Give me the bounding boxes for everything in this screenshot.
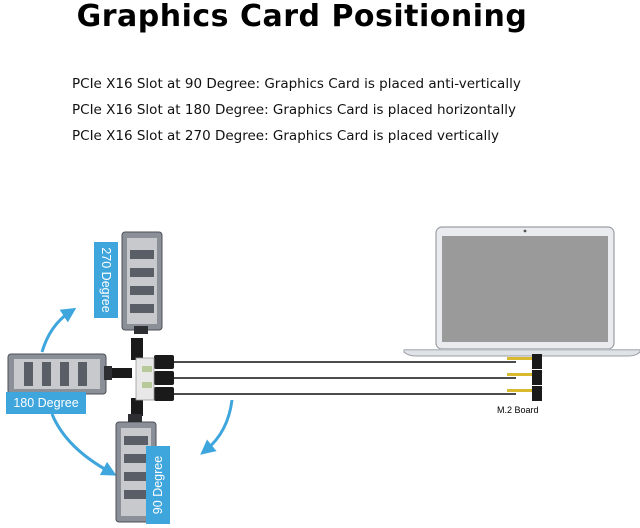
laptop-camera bbox=[523, 229, 527, 233]
graphics-card-270 bbox=[121, 231, 163, 334]
description-270: PCIe X16 Slot at 270 Degree: Graphics Ca… bbox=[72, 128, 500, 144]
page-title: Graphics Card Positioning bbox=[76, 0, 528, 34]
m2-board-label: M.2 Board bbox=[497, 405, 539, 415]
description-180: PCIe X16 Slot at 180 Degree: Graphics Ca… bbox=[72, 102, 517, 118]
rotation-arcs bbox=[40, 307, 234, 476]
laptop-screen bbox=[442, 236, 608, 342]
label-270-text: 270 Degree bbox=[99, 247, 113, 313]
pcie-slot-hub bbox=[112, 338, 155, 416]
arc-180-to-270-arrow bbox=[40, 307, 77, 353]
riser-cables bbox=[172, 361, 516, 395]
laptop-image bbox=[403, 226, 640, 357]
description-90: PCIe X16 Slot at 90 Degree: Graphics Car… bbox=[72, 76, 521, 92]
label-270-degree: 270 Degree bbox=[94, 242, 118, 318]
label-90-text: 90 Degree bbox=[151, 455, 165, 515]
laptop-base bbox=[403, 349, 640, 357]
label-180-degree: 180 Degree bbox=[6, 392, 86, 414]
arc-180-to-90-arrow bbox=[50, 413, 117, 476]
cable-connectors-left bbox=[154, 355, 174, 401]
m2-board-adapters bbox=[507, 354, 542, 401]
graphics-card-180 bbox=[7, 353, 112, 395]
label-90-degree: 90 Degree bbox=[146, 446, 170, 524]
arc-270-to-90-arrow bbox=[200, 399, 234, 455]
